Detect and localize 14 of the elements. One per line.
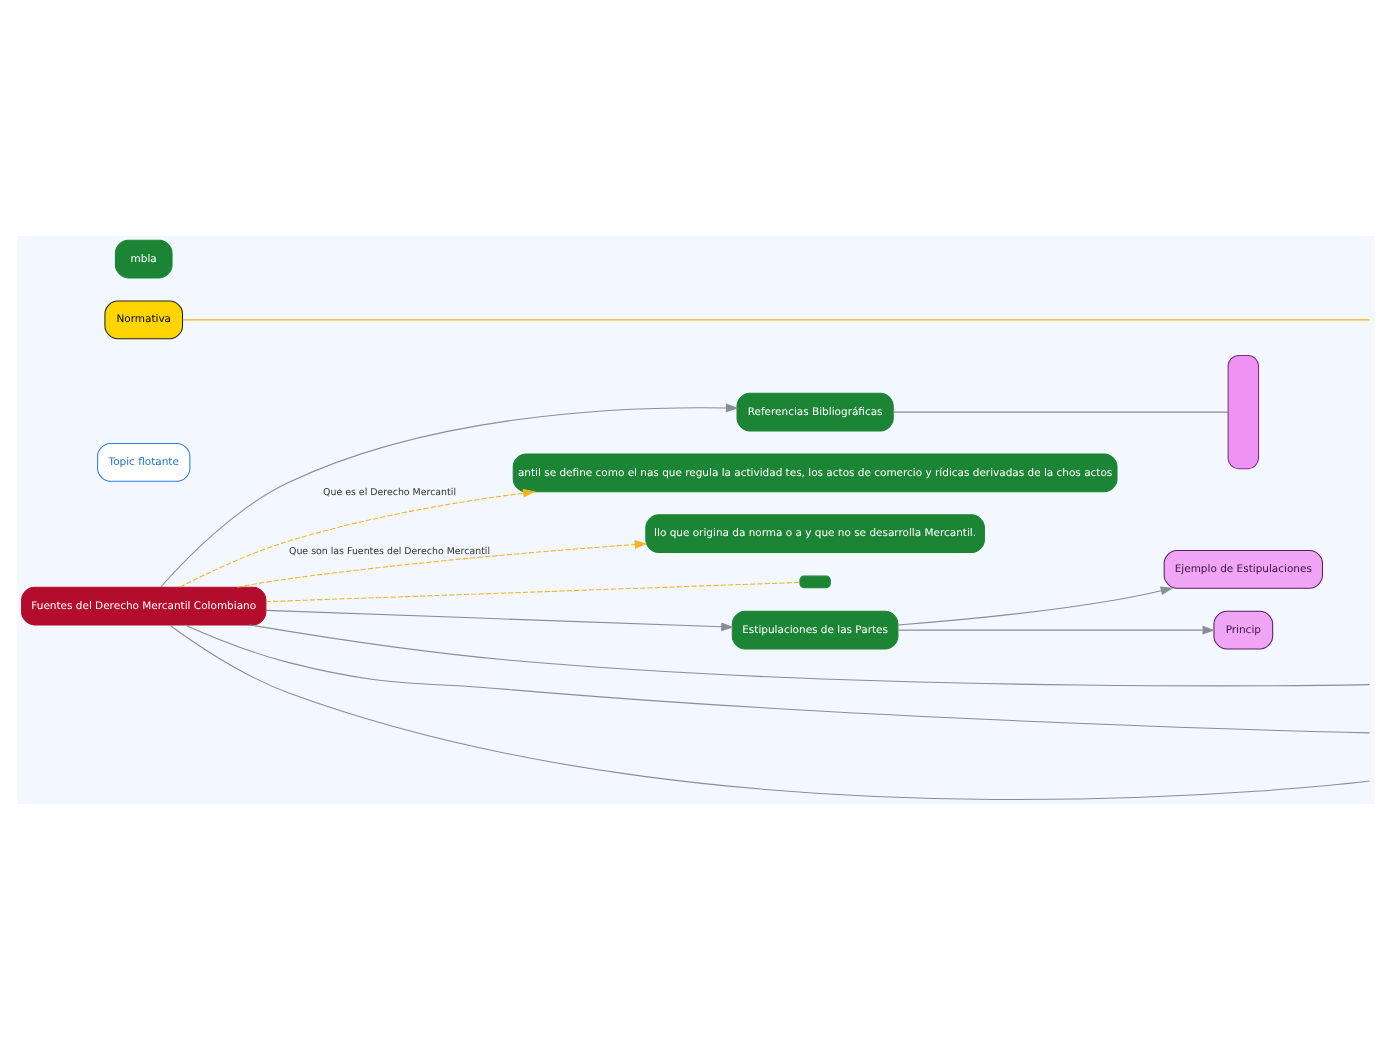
connector bbox=[265, 581, 801, 603]
connector bbox=[169, 624, 1371, 800]
arrow bbox=[897, 586, 1174, 626]
node-box bbox=[799, 575, 831, 589]
connector bbox=[249, 624, 1371, 687]
arrow bbox=[160, 403, 739, 588]
arrow bbox=[179, 488, 536, 588]
connector bbox=[184, 624, 1371, 734]
arrow bbox=[265, 609, 734, 632]
connector bbox=[182, 319, 1371, 321]
connector bbox=[892, 411, 1229, 413]
node-box bbox=[1227, 354, 1260, 470]
arrow bbox=[236, 540, 648, 588]
arrow bbox=[897, 625, 1216, 635]
